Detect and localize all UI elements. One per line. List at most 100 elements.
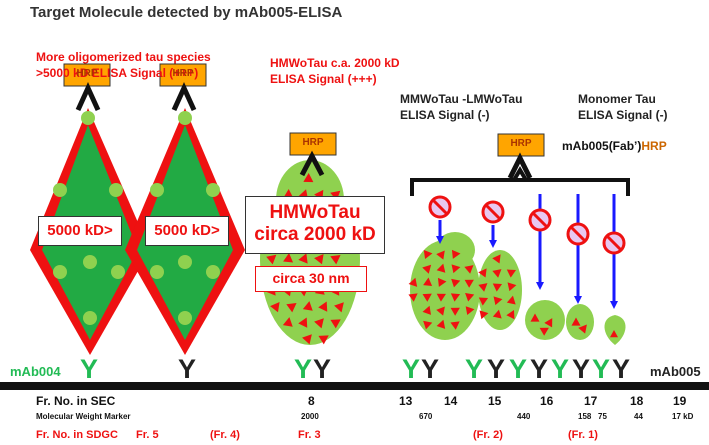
mmw-tau-unit-20 [465, 306, 475, 316]
tau-bead-left-5 [111, 265, 125, 279]
hmw-tau-unit-38 [318, 301, 328, 312]
prohibition-icon-1 [428, 195, 452, 219]
mmw2-tau-unit-6 [507, 282, 517, 292]
mmw2-tau-unit-11 [492, 309, 502, 319]
tau-bead-left-3 [83, 255, 97, 269]
mmw2-tau-unit-7 [478, 297, 489, 306]
no-binding-icons [428, 195, 626, 255]
monomer-droplet [604, 315, 626, 345]
hmw-tau-unit-35 [270, 302, 280, 313]
antibody-mab004-5: Y [509, 354, 528, 384]
hmw-tau-unit-23 [314, 254, 324, 265]
lmw-tau-unit-1 [544, 318, 553, 328]
sdgc-fraction-4: (Fr. 4) [210, 429, 240, 441]
tau-bead-middle-3 [178, 255, 192, 269]
hrp-conjugate-left [63, 63, 111, 112]
antibody-mab005-1: Y [178, 354, 197, 384]
mab004-label: mAb004 [10, 364, 61, 379]
mmw-tau-unit-22 [436, 319, 446, 329]
mmw-tau-unit-5 [451, 264, 461, 274]
sdgc-fraction-2: (Fr. 2) [473, 429, 503, 441]
mmw2-tau-unit-3 [506, 269, 517, 278]
tau-bead-left-6 [83, 311, 97, 325]
antibody-mab005-4: Y [487, 354, 506, 384]
fab-hrp-label: mAb005(Fab’)HRP [562, 139, 667, 153]
mmw-tau-unit-10 [451, 278, 461, 288]
antibody-mab004-1: Y [80, 354, 99, 384]
sec-fraction-8: 8 [308, 394, 315, 408]
hrp-label-fab: HRP [510, 138, 532, 149]
hmw-tau-unit-22 [298, 253, 308, 264]
sdgc-fraction-5: Fr. 5 [136, 429, 159, 441]
hmw-tau-unit-40 [282, 317, 293, 327]
mmw-tau-unit-18 [436, 306, 445, 316]
antibody-mab005-6: Y [572, 354, 591, 384]
hmw-tau-unit-37 [302, 301, 313, 311]
mmw-tau-unit-0 [423, 250, 433, 259]
mmw-tau-unit-23 [450, 321, 460, 330]
prohibition-icon-4 [566, 222, 590, 246]
lmw2-tau-unit-0 [571, 317, 581, 326]
baseline [0, 382, 709, 390]
mw-value-17kd: 17 kD [672, 412, 694, 421]
tau-bead-left-1 [53, 183, 67, 197]
mmw2-tau-unit-4 [478, 283, 488, 292]
hmw-tau-unit-21 [283, 253, 294, 263]
mw-value-158: 158 [578, 412, 592, 421]
tau-bead-middle-1 [150, 183, 164, 197]
tau-bead-middle-5 [206, 265, 220, 279]
antibody-mab005-3: Y [421, 354, 440, 384]
tau-bead-left-4 [53, 265, 67, 279]
mmw2-tau-unit-8 [493, 296, 503, 306]
antibody-mab004-3: Y [402, 354, 421, 384]
sec-fraction-19: 19 [673, 394, 687, 408]
hmw-header-line2: ELISA Signal (+++) [270, 72, 377, 86]
mmw-tau-unit-14 [436, 293, 446, 302]
mw-value-670: 670 [419, 412, 433, 421]
size-box-left: 5000 kD> [38, 216, 122, 246]
antibody-mab004-6: Y [551, 354, 570, 384]
mmw-tau-unit-3 [422, 264, 432, 274]
mmw2-tau-unit-2 [492, 269, 502, 278]
tau-bead-left-2 [109, 183, 123, 197]
mmw-tau-unit-12 [408, 293, 418, 302]
bracket [410, 166, 630, 196]
oligo-header-line2: >5000 kD ELISA Signal (+++) [36, 66, 199, 80]
mmw-tau-unit-11 [464, 279, 474, 288]
prohibition-icon-5 [602, 231, 626, 255]
mono-header-line2: ELISA Signal (-) [578, 108, 668, 122]
mmw-tau-unit-17 [422, 305, 431, 315]
mmw-tau-unit-1 [436, 250, 445, 260]
hrp-conjugate-middle [159, 63, 207, 112]
mmw-tau-unit-9 [437, 277, 447, 287]
hmw-tau-unit-39 [334, 302, 344, 313]
mmw-tau-unit-8 [423, 277, 433, 287]
tau-bead-middle-6 [178, 311, 192, 325]
mmw2-tau-unit-12 [506, 309, 515, 320]
mmw2-tau-unit-0 [492, 254, 501, 264]
sdgc-fraction-1: (Fr. 1) [568, 429, 598, 441]
sec-fraction-17: 17 [584, 394, 598, 408]
mab005-label: mAb005 [650, 364, 701, 379]
lmw-tau-unit-2 [539, 327, 549, 336]
mmw-header-line1: MMWoTau -LMWoTau [400, 92, 523, 106]
sdgc-fraction-3: Fr. 3 [298, 429, 321, 441]
hmw-box-line1: HMWoTau [269, 202, 361, 223]
antibody-mab004-2: Y [294, 354, 313, 384]
nm-box: circa 30 nm [255, 266, 367, 292]
sec-fraction-15: 15 [488, 394, 502, 408]
mmw-tau-unit-6 [464, 265, 474, 274]
hmw-header-line1: HMWoTau c.a. 2000 kD [270, 56, 400, 70]
antibody-mab004-4: Y [465, 354, 484, 384]
hmw-tau-unit-1 [283, 189, 294, 199]
hrp-label-hmw: HRP [302, 137, 324, 148]
sdgc-label: Fr. No. in SDGC [36, 429, 118, 441]
lmw-cluster [525, 300, 565, 340]
hmw-tau-unit-36 [286, 303, 297, 313]
hmw-tau-unit-44 [302, 334, 312, 345]
tau-bead-left-0 [81, 111, 95, 125]
hmw-tau-unit-24 [330, 255, 341, 265]
mmw-tau-unit-2 [451, 249, 461, 259]
tau-bead-middle-4 [150, 265, 164, 279]
page-title: Target Molecule detected by mAb005-ELISA [30, 4, 343, 21]
